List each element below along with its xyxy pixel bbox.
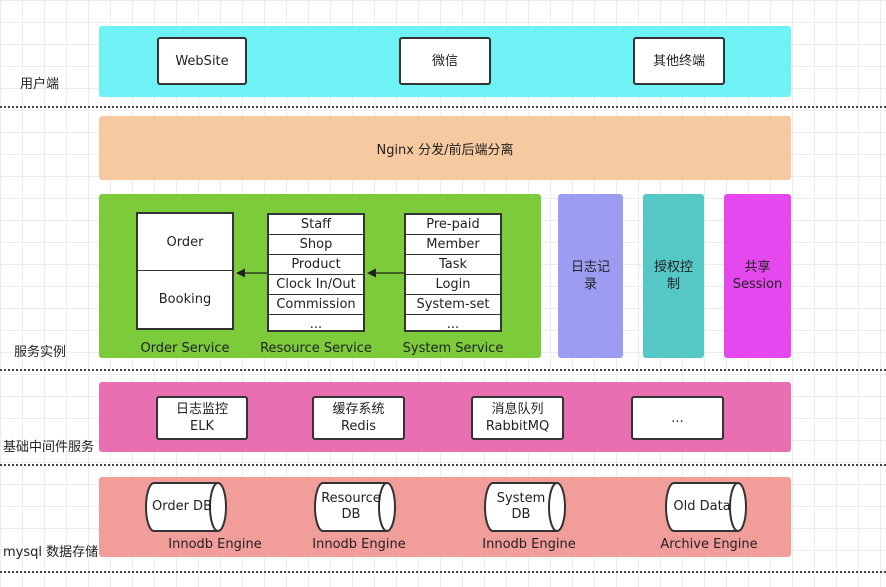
middleware-band: 日志监控 ELK 缓存系统 Redis 消息队列 RabbitMQ ... [99, 382, 791, 452]
database-old-data: Old Data [665, 482, 747, 532]
separator-1 [0, 106, 886, 108]
client-other-label: 其他终端 [652, 53, 705, 69]
database-label: DB [341, 507, 361, 522]
arrowhead-order [236, 268, 245, 278]
middleware-redis: 缓存系统 Redis [312, 396, 405, 440]
client-wechat-label: 微信 [431, 53, 458, 69]
middleware-rabbitmq-line1: 消息队列 [491, 402, 544, 417]
database-label: System [496, 491, 546, 506]
resource-service-caption: Resource Service [260, 341, 372, 356]
shared-session-line2: Session [732, 277, 783, 292]
database-label: DB [511, 507, 531, 522]
database-label: Order DB [151, 499, 212, 514]
service-band: Order Booking Order Service Staff Shop P… [99, 194, 541, 358]
middleware-elk: 日志监控 ELK [156, 396, 248, 440]
database-order-db: Order DB [145, 482, 227, 532]
resource-item: Clock In/Out [269, 275, 363, 295]
resource-service-stack: Staff Shop Product Clock In/Out Commissi… [267, 213, 365, 332]
database-label: Old Data [673, 499, 731, 514]
booking-item: Booking [158, 292, 212, 307]
middleware-elk-line1: 日志监控 [175, 402, 228, 417]
middleware-redis-line2: Redis [340, 419, 377, 434]
order-service-box: Order Booking [136, 212, 234, 330]
separator-2 [0, 369, 886, 371]
auth-control-box: 授权控 制 [643, 194, 704, 358]
cylinder-icon [145, 482, 227, 532]
cylinder-icon [314, 482, 396, 532]
separator-4 [0, 571, 886, 573]
auth-control-line1: 授权控 [653, 260, 693, 275]
system-item: ... [446, 317, 460, 332]
system-item: Task [406, 255, 500, 275]
engine-caption: Innodb Engine [168, 537, 262, 552]
log-record-box: 日志记 录 [558, 194, 623, 358]
middleware-redis-line1: 缓存系统 [332, 402, 385, 417]
layer-label-service: 服务实例 [14, 345, 67, 360]
database-system-db: System DB [484, 482, 566, 532]
middleware-more: ... [631, 396, 724, 440]
system-item: System-set [406, 295, 500, 315]
gateway-band: Nginx 分发/前后端分离 [99, 116, 791, 180]
order-service-caption: Order Service [140, 341, 230, 356]
order-item: Order [138, 214, 232, 271]
shared-session-line1: 共享 [744, 260, 771, 275]
auth-control-line2: 制 [666, 277, 680, 292]
engine-caption: Innodb Engine [482, 537, 576, 552]
resource-item: Staff [269, 215, 363, 235]
system-service-caption: System Service [402, 341, 504, 356]
database-label: Resource [321, 491, 381, 506]
client-other-terminals: 其他终端 [633, 37, 725, 85]
arrowhead-resource [367, 268, 376, 278]
service-arrows [236, 268, 404, 278]
log-record-line1: 日志记 [570, 260, 610, 275]
system-item: Pre-paid [406, 215, 500, 235]
client-wechat: 微信 [399, 37, 491, 85]
system-item: Login [406, 275, 500, 295]
resource-item: Product [269, 255, 363, 275]
database-resource-db: Resource DB [314, 482, 396, 532]
storage-band: Order DB Innodb Engine Resource DB Innod… [99, 477, 791, 557]
client-band: WebSite 微信 其他终端 [99, 26, 791, 97]
resource-item: Shop [269, 235, 363, 255]
gateway-label: Nginx 分发/前后端分离 [376, 142, 514, 158]
system-item: Member [406, 235, 500, 255]
separator-3 [0, 464, 886, 466]
middleware-more-line1: ... [671, 410, 684, 426]
middleware-rabbitmq: 消息队列 RabbitMQ [471, 396, 564, 440]
layer-label-storage: mysql 数据存储 [3, 545, 99, 560]
layer-label-user: 用户端 [20, 77, 60, 92]
engine-caption: Archive Engine [660, 537, 758, 552]
client-website-label: WebSite [175, 53, 229, 69]
engine-caption: Innodb Engine [312, 537, 406, 552]
middleware-elk-line2: ELK [190, 419, 214, 434]
log-record-line2: 录 [583, 277, 597, 292]
resource-item: ... [309, 317, 323, 332]
cylinder-icon [484, 482, 566, 532]
system-service-stack: Pre-paid Member Task Login System-set ..… [404, 213, 502, 332]
middleware-rabbitmq-line2: RabbitMQ [485, 419, 550, 434]
client-website: WebSite [157, 37, 247, 85]
cylinder-icon [665, 482, 747, 532]
resource-item: Commission [269, 295, 363, 315]
layer-label-middleware: 基础中间件服务 [3, 440, 95, 455]
shared-session-box: 共享 Session [724, 194, 791, 358]
